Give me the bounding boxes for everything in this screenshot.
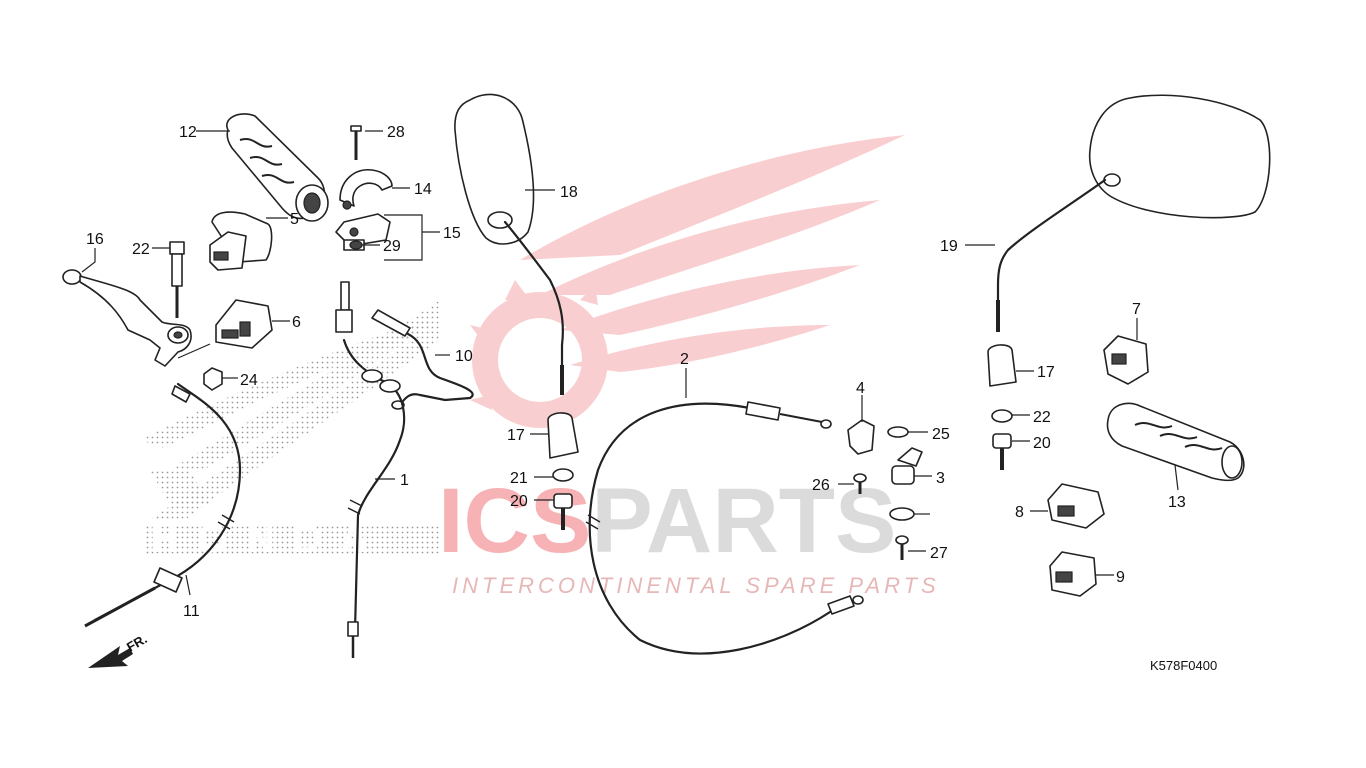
- callout-22-right: 22: [1033, 409, 1051, 426]
- switch-8: [1047, 483, 1105, 529]
- honda-wing-logo: HONDA: [140, 300, 440, 561]
- callout-25: 26: [812, 477, 830, 494]
- callout-20-left: 20: [510, 493, 528, 510]
- callout-13: 13: [1168, 494, 1186, 511]
- switch-5: [209, 211, 273, 271]
- callout-12: 12: [179, 124, 197, 141]
- callout-19: 19: [940, 238, 958, 255]
- right-grip: [1106, 402, 1245, 482]
- callout-7: 7: [1132, 301, 1141, 318]
- switch-7: [1103, 335, 1149, 385]
- callout-22-left: 21: [510, 470, 528, 487]
- callout-11: 11: [183, 603, 200, 620]
- front-arrow: FR.: [88, 631, 150, 668]
- callout-10: 10: [455, 348, 473, 365]
- washer-24: [887, 426, 909, 438]
- watermark: HONDA ICSPARTS INTERCONTINENTAL SPARE PA…: [140, 135, 940, 598]
- left-grip: [226, 113, 329, 222]
- washer-29: [889, 507, 915, 521]
- switch-wire-10: [371, 309, 474, 410]
- cable-1: [335, 281, 406, 658]
- callout-3: 3: [936, 470, 945, 487]
- callout-28: 29: [383, 238, 401, 255]
- boot-17-left: [547, 412, 579, 459]
- watermark-tagline: INTERCONTINENTAL SPARE PARTS: [452, 573, 940, 598]
- boot-17-right: [987, 344, 1017, 387]
- upper-holder: [339, 169, 393, 210]
- callout-16: 16: [86, 231, 104, 248]
- screw-26: [895, 535, 909, 560]
- watermark-brand-accent: ICS: [438, 470, 591, 572]
- screw-27: [350, 125, 362, 160]
- cable-11: [84, 382, 242, 628]
- parts: FR.: [62, 93, 1271, 668]
- bolt-21: [169, 241, 185, 318]
- collar-3: [891, 447, 923, 485]
- callout-6: 6: [292, 314, 301, 331]
- callout-14: 14: [414, 181, 432, 198]
- callout-17-right: 17: [1037, 364, 1055, 381]
- callout-21: 22: [132, 241, 150, 258]
- callout-26: 27: [930, 545, 948, 562]
- adapter-20-left: [553, 493, 573, 530]
- callout-24: 25: [932, 426, 950, 443]
- callouts: 12 28 14 15 29 5 6 16 22 24 11 10 1 18 1…: [86, 124, 1186, 620]
- nut-22-right: [991, 409, 1013, 423]
- callout-5: 5: [290, 211, 299, 228]
- switch-6: [215, 299, 273, 349]
- callout-1: 1: [400, 472, 409, 489]
- right-mirror: [996, 94, 1271, 332]
- callout-17-left: 17: [507, 427, 525, 444]
- wing-emblem: [470, 135, 905, 428]
- honda-logo-text: HONDA: [150, 517, 387, 561]
- callout-15: 15: [443, 225, 461, 242]
- bracket-4: [847, 419, 875, 455]
- callout-23: 24: [240, 372, 258, 389]
- callout-27: 28: [387, 124, 405, 141]
- nut-28: [349, 240, 363, 250]
- left-mirror: [454, 93, 564, 395]
- screw-25: [853, 473, 867, 494]
- nut-22-left: [552, 468, 574, 482]
- callout-8: 8: [1015, 504, 1024, 521]
- cable-2: [585, 401, 864, 655]
- leader-lines: [81, 130, 1179, 596]
- nut-23: [203, 367, 223, 391]
- clutch-lever: [62, 269, 211, 367]
- switch-9: [1049, 551, 1097, 597]
- callout-20-right: 20: [1033, 435, 1051, 452]
- callout-18: 18: [560, 184, 578, 201]
- callout-9: 9: [1116, 569, 1125, 586]
- callout-2: 2: [680, 351, 689, 368]
- diagram-code: K578F0400: [1150, 658, 1217, 673]
- watermark-brand-rest: PARTS: [591, 470, 896, 572]
- watermark-brand: ICSPARTS: [438, 470, 896, 572]
- adapter-20-right: [992, 433, 1012, 470]
- callout-4: 4: [856, 380, 865, 397]
